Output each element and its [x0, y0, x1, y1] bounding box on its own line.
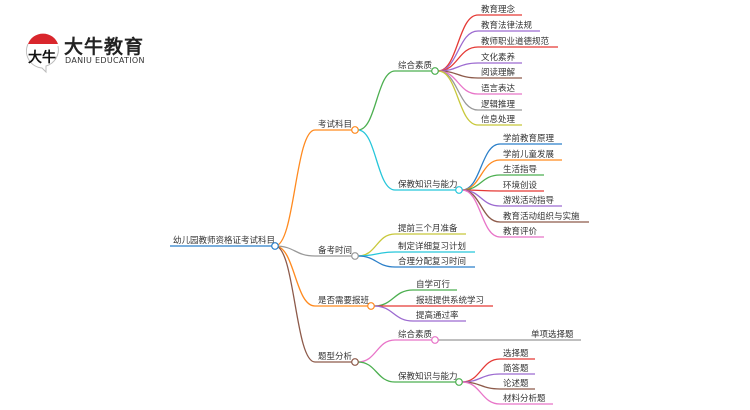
branch-node-collapse-toggle[interactable]: [351, 358, 359, 366]
leaf-node[interactable]: 学前教育原理: [503, 133, 555, 144]
leaf-node[interactable]: 报班提供系统学习: [416, 295, 484, 306]
leaf-node[interactable]: 教育活动组织与实施: [503, 211, 580, 222]
leaf-node[interactable]: 教师职业道德规范: [481, 36, 550, 47]
leaf-node[interactable]: 环境创设: [503, 180, 538, 191]
leaf-node[interactable]: 合理分配复习时间: [398, 256, 466, 267]
daniu-logo: 大牛: [22, 28, 152, 74]
subbranch-node[interactable]: 综合素质: [398, 329, 433, 340]
brand-name-en: DANIU EDUCATION: [65, 56, 145, 65]
brand-name: 大牛教育: [64, 36, 145, 58]
subbranch-connector: [357, 339, 396, 363]
leaf-connector: [437, 14, 479, 72]
leaf-node[interactable]: 教育评价: [503, 226, 538, 237]
branch-node[interactable]: 备考时间: [318, 245, 352, 256]
leaf-node[interactable]: 文化素养: [481, 52, 516, 63]
root-node-collapse-toggle[interactable]: [271, 242, 279, 250]
leaf-connector: [373, 305, 414, 322]
leaf-node[interactable]: 制定详细复习计划: [398, 241, 466, 252]
leaf-node[interactable]: 提前三个月准备: [398, 223, 458, 234]
branch-node-collapse-toggle[interactable]: [351, 126, 359, 134]
leaf-node[interactable]: 单项选择题: [531, 329, 574, 340]
leaf-connector: [461, 189, 501, 238]
branch-connector: [274, 129, 316, 247]
branch-connector: [274, 245, 316, 307]
subbranch-node[interactable]: 综合素质: [398, 60, 433, 71]
leaf-node[interactable]: 选择题: [503, 348, 529, 359]
leaf-node[interactable]: 简答题: [503, 363, 529, 374]
leaf-node[interactable]: 语言表达: [481, 83, 516, 94]
branch-connector: [274, 245, 316, 257]
branch-node-collapse-toggle[interactable]: [367, 302, 375, 310]
branch-node[interactable]: 考试科目: [318, 119, 352, 130]
branch-node[interactable]: 题型分析: [318, 351, 353, 362]
leaf-node[interactable]: 材料分析题: [503, 393, 546, 404]
subbranch-node-collapse-toggle[interactable]: [431, 336, 439, 344]
subbranch-node-collapse-toggle[interactable]: [455, 378, 463, 386]
leaf-connector: [357, 255, 396, 268]
leaf-connector: [461, 381, 501, 405]
leaf-connector: [437, 70, 479, 126]
branch-node[interactable]: 是否需要报班: [318, 295, 370, 306]
subbranch-node[interactable]: 保教知识与能力: [398, 179, 458, 190]
leaf-node[interactable]: 游戏活动指导: [503, 195, 555, 206]
leaf-connector: [437, 30, 479, 72]
subbranch-node-collapse-toggle[interactable]: [431, 67, 439, 75]
logo-mark-icon: 大牛: [25, 33, 59, 74]
branch-connector: [274, 245, 316, 363]
subbranch-connector: [357, 361, 396, 383]
subbranch-connector: [357, 129, 396, 191]
leaf-node[interactable]: 提高通过率: [416, 310, 459, 321]
subbranch-connector: [357, 70, 396, 131]
leaf-node[interactable]: 生活指导: [503, 164, 538, 175]
leaf-node[interactable]: 教育法律法规: [481, 20, 533, 31]
leaf-node[interactable]: 自学可行: [416, 279, 451, 290]
svg-text:大牛: 大牛: [28, 49, 56, 66]
leaf-connector: [373, 289, 414, 307]
subbranch-node-collapse-toggle[interactable]: [455, 186, 463, 194]
leaf-node[interactable]: 阅读理解: [481, 67, 516, 78]
subbranch-node[interactable]: 保教知识与能力: [398, 371, 458, 382]
leaf-node[interactable]: 论述题: [503, 378, 529, 389]
leaf-node[interactable]: 逻辑推理: [481, 99, 516, 110]
leaf-connector: [437, 70, 479, 111]
leaf-connector: [357, 251, 396, 257]
leaf-node[interactable]: 信息处理: [481, 114, 516, 125]
branch-node-collapse-toggle[interactable]: [351, 252, 359, 260]
leaf-node[interactable]: 学前儿童发展: [503, 149, 555, 160]
root-node[interactable]: 幼儿园教师资格证考试科目: [173, 235, 275, 246]
leaf-node[interactable]: 教育理念: [481, 4, 516, 15]
